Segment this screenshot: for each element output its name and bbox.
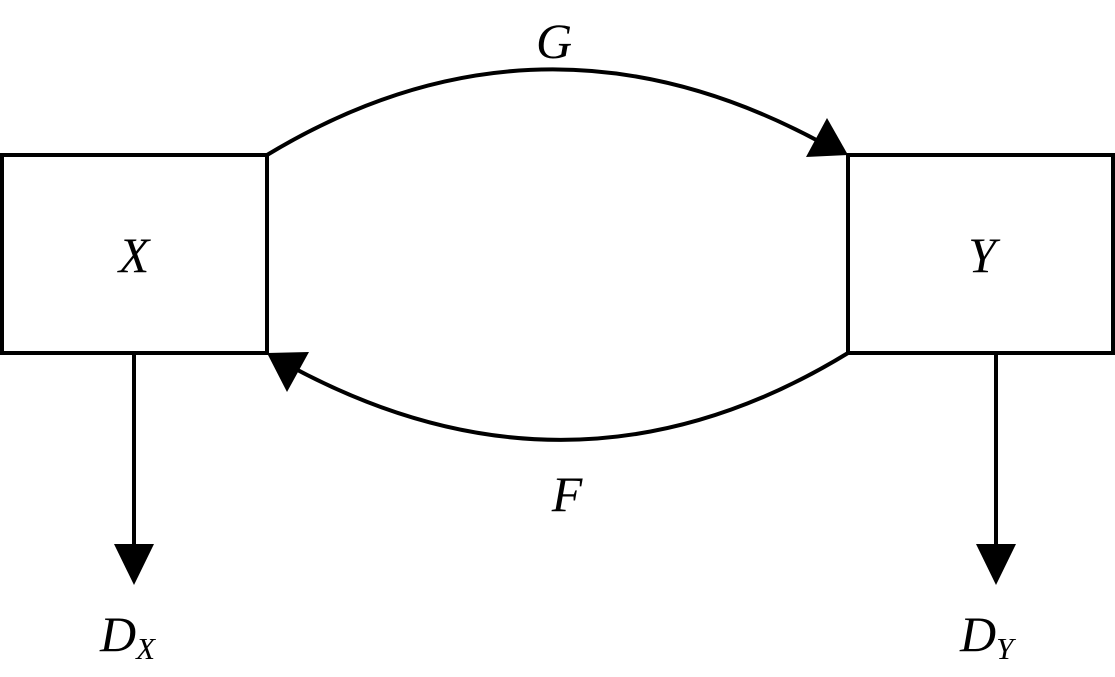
- domain-y-label: Y: [968, 227, 1001, 283]
- domain-x-box: [0, 153, 269, 355]
- mapping-f-arc: [289, 351, 850, 442]
- discriminator-x-subscript: X: [134, 631, 156, 666]
- mapping-g-arc: [265, 67, 823, 157]
- discriminator-y-label: DY: [959, 606, 1016, 666]
- mapping-g-label: G: [536, 13, 572, 69]
- discriminator-x-letter: D: [99, 606, 136, 662]
- mapping-g-arrowhead: [806, 118, 848, 157]
- discriminator-y-letter: D: [959, 606, 996, 662]
- mapping-f-label: F: [551, 466, 583, 522]
- domain-y-box: [846, 153, 1115, 355]
- discriminator-y-subscript: Y: [996, 631, 1016, 666]
- discriminator-x-label: DX: [99, 606, 156, 666]
- domain-x-label: X: [117, 227, 152, 283]
- mapping-f-arrowhead: [267, 352, 309, 392]
- discriminator-x-arrowhead: [114, 544, 154, 585]
- discriminator-y-arrowhead: [976, 544, 1016, 585]
